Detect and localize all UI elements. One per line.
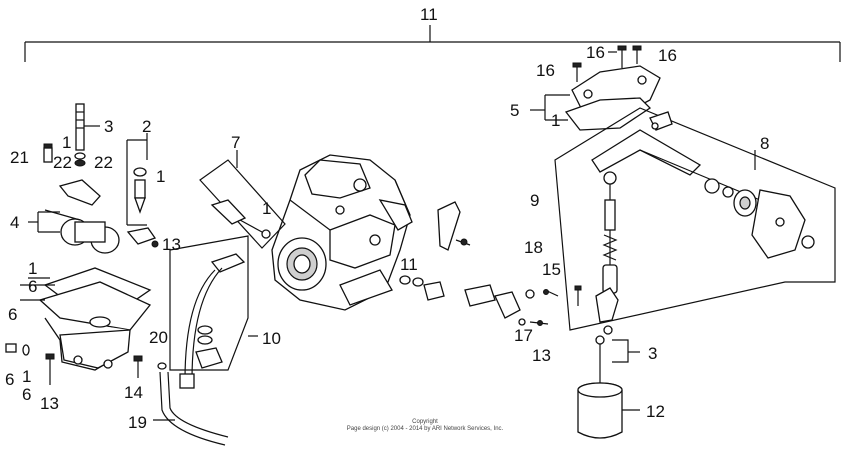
needle-jet-3a bbox=[43, 103, 100, 167]
callout-16-b: 16 bbox=[658, 46, 677, 65]
callout-20: 20 bbox=[149, 328, 168, 347]
callout-1-pilot: 1 bbox=[262, 199, 271, 218]
callout-1-needle: 1 bbox=[156, 167, 165, 186]
callout-6-a: 6 bbox=[28, 277, 37, 296]
callout-13-a: 13 bbox=[162, 235, 181, 254]
carburetor-body bbox=[271, 154, 413, 311]
screw-16 bbox=[572, 45, 642, 82]
jet-3b-bracket bbox=[595, 335, 640, 385]
callout-14: 14 bbox=[124, 383, 143, 402]
fuel-hose-19 bbox=[153, 371, 229, 446]
callout-6-d: 6 bbox=[22, 385, 31, 404]
idle-screw-parts bbox=[399, 201, 582, 326]
float-4 bbox=[28, 179, 159, 254]
top-cover bbox=[530, 65, 661, 131]
callout-22-b: 22 bbox=[94, 153, 113, 172]
callout-3-jet: 3 bbox=[104, 117, 113, 136]
callout-19: 19 bbox=[128, 413, 147, 432]
float-bowl bbox=[20, 267, 152, 371]
callout-8: 8 bbox=[760, 134, 769, 153]
callout-7: 7 bbox=[231, 133, 240, 152]
throttle-shaft bbox=[591, 111, 815, 259]
copyright: Copyright Page design (c) 2004 - 2014 by… bbox=[347, 419, 504, 432]
drain-parts bbox=[5, 343, 167, 385]
callout-22-a: 22 bbox=[53, 153, 72, 172]
callout-21: 21 bbox=[10, 148, 29, 167]
callout-10: 10 bbox=[262, 329, 281, 348]
copyright-line-2: Page design (c) 2004 - 2014 by ARI Netwo… bbox=[347, 426, 504, 432]
callout-2: 2 bbox=[142, 117, 151, 136]
callout-16-c: 16 bbox=[536, 61, 555, 80]
linkage-group-outline bbox=[554, 107, 836, 331]
float-cup-12 bbox=[577, 382, 640, 439]
callout-11-b: 11 bbox=[400, 255, 418, 274]
callout-12: 12 bbox=[646, 402, 665, 421]
callout-18: 18 bbox=[524, 238, 543, 257]
callout-4: 4 bbox=[10, 213, 19, 232]
callout-labels: 11 16 16 16 5 1 8 9 3 2 1 21 1 22 22 7 1… bbox=[5, 5, 769, 432]
pilot-screw-group bbox=[199, 150, 286, 249]
callout-13-b: 13 bbox=[40, 394, 59, 413]
callout-5: 5 bbox=[510, 101, 519, 120]
callout-6-b: 6 bbox=[8, 305, 17, 324]
callout-1-jet: 1 bbox=[62, 133, 71, 152]
callout-15: 15 bbox=[542, 260, 561, 279]
callout-9: 9 bbox=[530, 191, 539, 210]
cable-group bbox=[169, 235, 258, 389]
assembly-bracket bbox=[24, 25, 841, 62]
callout-17: 17 bbox=[514, 326, 533, 345]
needle-valve bbox=[595, 171, 619, 335]
callout-1-bowl: 1 bbox=[28, 259, 37, 278]
callout-16-a: 16 bbox=[586, 43, 605, 62]
copyright-line-1: Copyright bbox=[412, 419, 438, 425]
callout-1-drain: 1 bbox=[22, 367, 31, 386]
callout-6-c: 6 bbox=[5, 370, 14, 389]
callout-13-c: 13 bbox=[532, 346, 551, 365]
callout-11: 11 bbox=[420, 5, 438, 24]
callout-3-jet-b: 3 bbox=[648, 344, 657, 363]
callout-1-gasket: 1 bbox=[551, 111, 560, 130]
float-needle-2 bbox=[126, 133, 148, 226]
